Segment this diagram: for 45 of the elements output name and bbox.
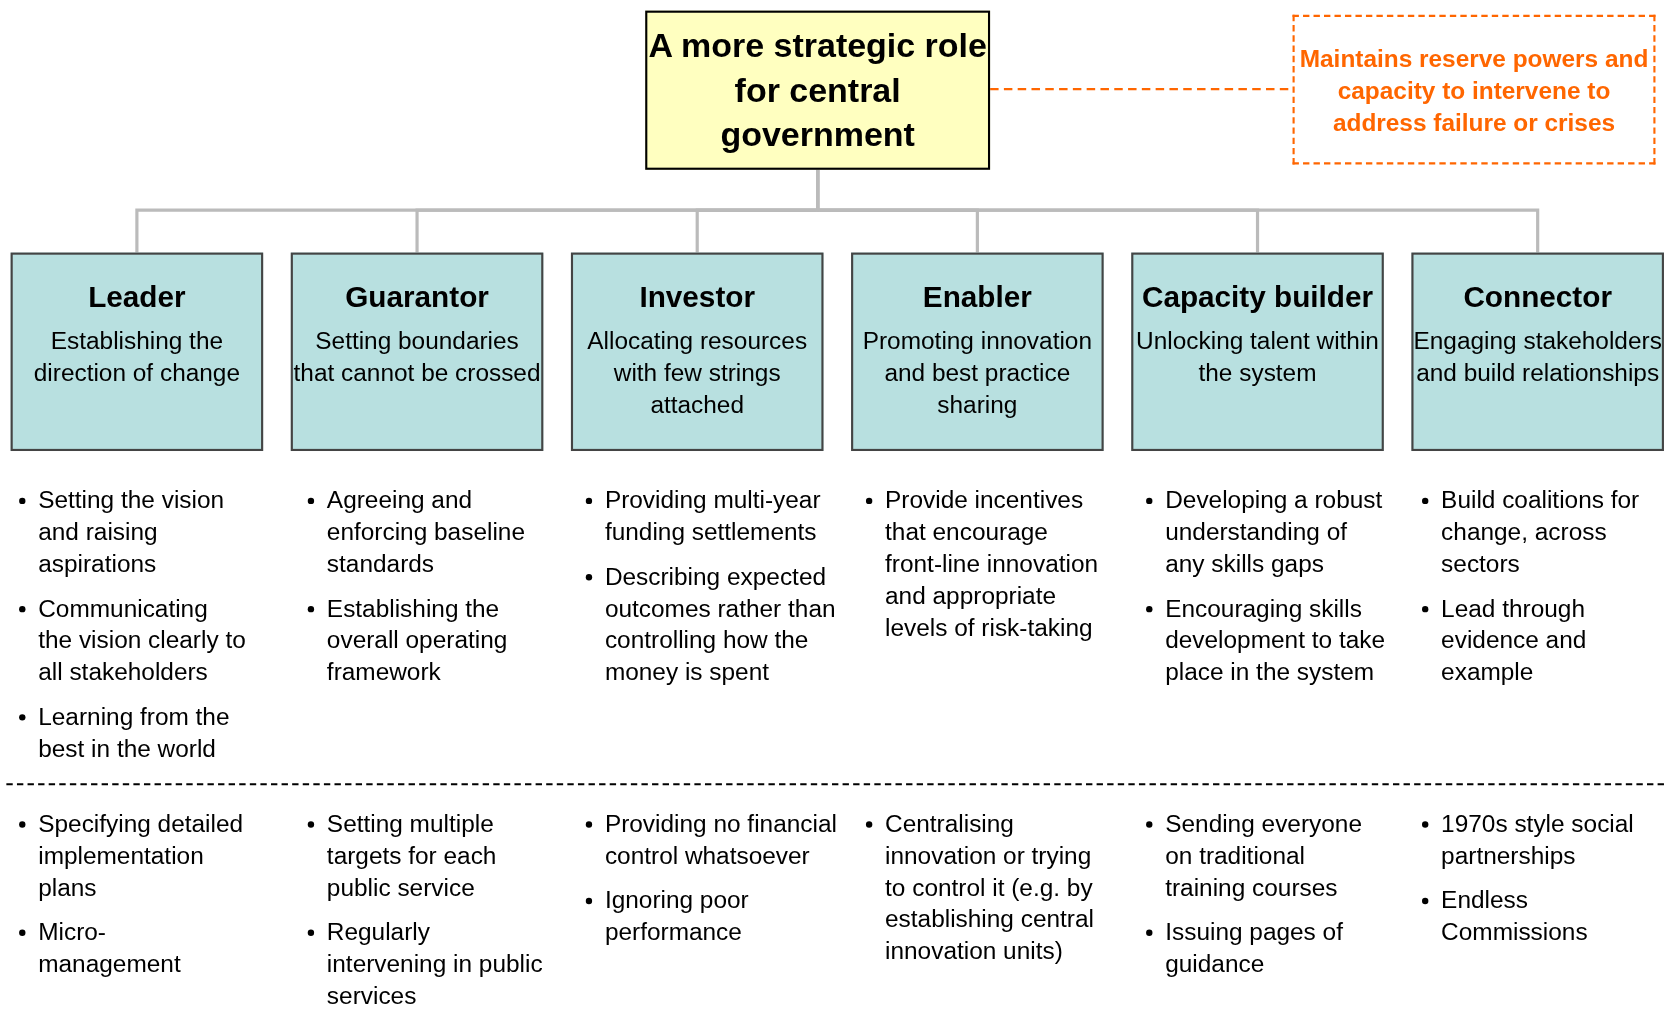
heading-text: A more strategic role for central government: [647, 25, 988, 156]
role-title: Investor: [639, 279, 755, 316]
bullet-point: Encouraging skills development to take place in the system: [1146, 592, 1391, 688]
bullet-point: Centralising innovation or trying to control it (e.g. by establishing central innovation units): [865, 807, 1100, 967]
bullet-point: Providing multi-year funding settlements: [585, 483, 841, 548]
bullet-point: Endless Commissions: [1422, 884, 1664, 948]
note-text: Maintains reserve powers and capacity to intervene to address failure or crises: [1298, 43, 1650, 138]
bullet-point: Learning from the best in the world: [19, 700, 248, 765]
role-title: Connector: [1463, 279, 1612, 316]
title-box: [645, 10, 991, 170]
role-description: Setting boundaries that cannot be crossed: [292, 325, 542, 389]
role-title: Enabler: [922, 279, 1032, 316]
bullet-point: Provide incentives that encourage front-line innovation and appropriate levels of risk-taking: [865, 483, 1100, 644]
role-box: [851, 252, 1104, 451]
role-box: [1131, 252, 1384, 451]
bullet-point: Describing expected outcomes rather than controlling how the money is spent: [585, 560, 841, 688]
bullet-point: Providing no financial control whatsoever: [585, 807, 841, 872]
bullet-point: Setting multiple targets for each public service: [307, 807, 547, 904]
bullet-point: Sending everyone on traditional training courses: [1146, 807, 1391, 904]
note-box: [1292, 14, 1656, 165]
bullet-point: Regularly intervening in public services: [307, 915, 547, 1012]
role-title: Leader: [88, 279, 186, 316]
role-description: Allocating resources with few strings attached: [586, 325, 809, 421]
role-description: Promoting innovation and best practice sharing: [861, 325, 1093, 421]
bullet-point: Lead through evidence and example: [1422, 592, 1664, 688]
bullet-point: Agreeing and enforcing baseline standards: [307, 483, 547, 580]
bullet-point: Establishing the overall operating framework: [307, 592, 547, 688]
role-description: Engaging stakeholders and build relationships: [1413, 325, 1662, 389]
role-box: [1411, 252, 1664, 451]
bullet-point: Developing a robust understanding of any skills gaps: [1146, 483, 1391, 580]
role-box: [570, 252, 824, 451]
role-title: Capacity builder: [1141, 279, 1374, 316]
bullet-point: Communicating the vision clearly to all stakeholders: [19, 592, 248, 688]
role-title: Guarantor: [345, 279, 489, 316]
bullet-point: Build coalitions for change, across sectors: [1422, 483, 1664, 580]
bullet-point: Ignoring poor performance: [585, 884, 841, 948]
bullet-point: Specifying detailed implementation plans: [19, 807, 248, 904]
role-box: [290, 252, 544, 451]
bullet-point: Setting the vision and raising aspirations: [19, 483, 248, 580]
bullet-point: 1970s style social partnerships: [1422, 807, 1664, 872]
bullet-point: Micro-management: [19, 915, 248, 980]
bullet-point: Issuing pages of guidance: [1146, 915, 1391, 980]
role-description: Unlocking talent within the system: [1135, 325, 1380, 389]
role-description: Establishing the direction of change: [32, 325, 241, 389]
role-box: [10, 252, 264, 451]
